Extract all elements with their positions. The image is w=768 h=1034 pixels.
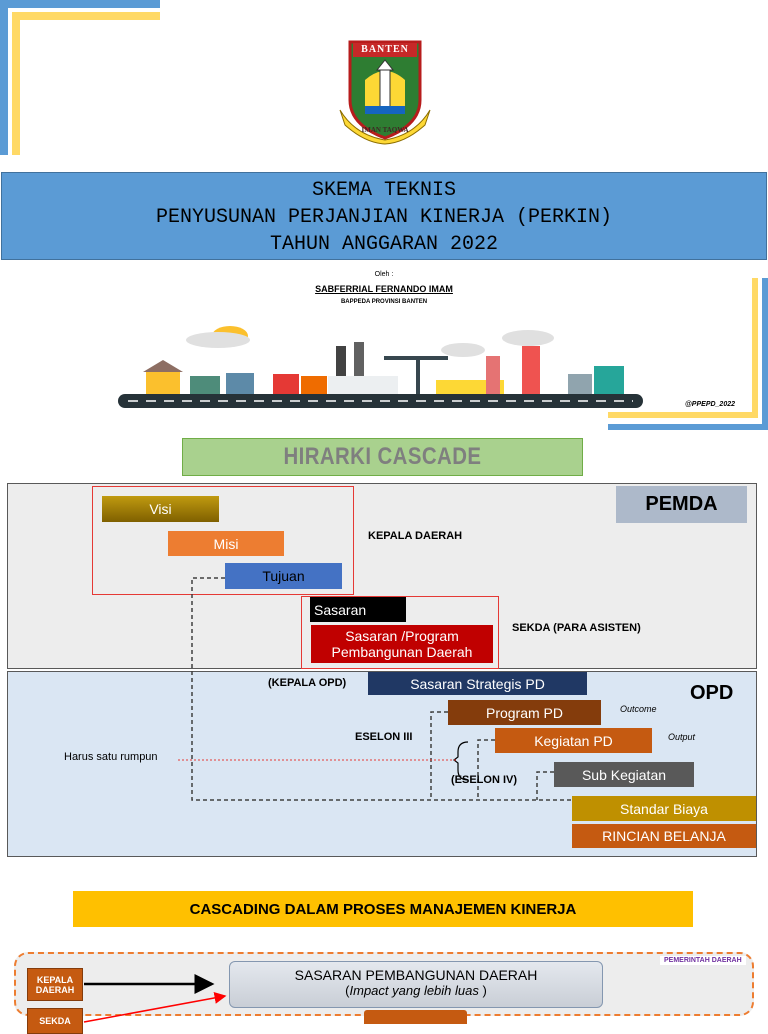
kepala-daerah-label: KEPALA DAERAH — [368, 530, 463, 542]
sub-kegiatan-box: Sub Kegiatan — [554, 762, 694, 787]
kepala-daerah-tag: KEPALA DAERAH — [27, 968, 83, 1001]
opd-label: OPD — [690, 682, 734, 704]
hirarki-heading-text: HIRARKI CASCADE — [283, 443, 482, 470]
sasaran-box: Sasaran — [310, 597, 406, 622]
author-institution: BAPPEDA PROVINSI BANTEN — [340, 299, 428, 305]
pemda-label: PEMDA — [616, 486, 747, 523]
eselon3-label: ESELON III — [355, 731, 413, 743]
sasaran-pembangunan-title: SASARAN PEMBANGUNAN DAERAH — [294, 967, 538, 983]
logo-top-text: BANTEN — [361, 44, 409, 55]
kegiatan-pd-box: Kegiatan PD — [495, 728, 652, 753]
visi-box: Visi — [102, 496, 219, 522]
banten-logo: BANTEN IMAN TAQWA — [335, 40, 435, 145]
sasaran-pembangunan-box: SASARAN PEMBANGUNAN DAERAH (Impact yang … — [229, 961, 603, 1008]
title-line-2: PENYUSUNAN PERJANJIAN KINERJA (PERKIN) — [155, 206, 613, 229]
title-banner: SKEMA TEKNIS PENYUSUNAN PERJANJIAN KINER… — [1, 172, 767, 260]
sekda-outline — [301, 596, 499, 669]
outcome-label: Outcome — [620, 704, 657, 714]
city-illustration — [118, 318, 643, 413]
title-line-1: SKEMA TEKNIS — [311, 179, 457, 202]
handle-label: @PPEPD_2022 — [684, 401, 736, 408]
tujuan-box: Tujuan — [225, 563, 342, 589]
output-label: Output — [668, 732, 696, 742]
sasaran-pembangunan-subtitle-text: Impact yang lebih luas — [349, 983, 479, 998]
misi-box: Misi — [168, 531, 284, 556]
cascading-heading: CASCADING DALAM PROSES MANAJEMEN KINERJA — [73, 891, 693, 927]
sasaran-strategis-box: Sasaran Strategis PD — [368, 672, 587, 695]
pemerintah-label: PEMERINTAH DAERAH — [660, 956, 746, 965]
program-pd-box: Program PD — [448, 700, 601, 725]
rumpun-label: Harus satu rumpun — [64, 751, 158, 763]
kepala-opd-label: (KEPALA OPD) — [268, 677, 347, 689]
standar-biaya-box: Standar Biaya — [572, 796, 756, 821]
sasaran-program-box: Sasaran /Program Pembangunan Daerah — [311, 625, 493, 663]
sekda-label: SEKDA (PARA ASISTEN) — [512, 622, 641, 634]
logo-bottom-text: IMAN TAQWA — [361, 126, 409, 134]
eselon4-label: (ESELON IV) — [451, 774, 518, 786]
corner-decoration-right — [608, 278, 768, 433]
author-name: SABFERRIAL FERNANDO IMAM — [315, 284, 453, 294]
title-line-3: TAHUN ANGGARAN 2022 — [269, 233, 499, 256]
corner-decoration-top-left — [0, 0, 160, 155]
sasaran-pembangunan-subtitle: (Impact yang lebih luas ) — [345, 983, 487, 998]
by-label: Oleh : — [374, 271, 394, 278]
hirarki-heading: HIRARKI CASCADE — [182, 438, 583, 476]
kepala-daerah-outline — [92, 486, 354, 595]
rincian-belanja-box: RINCIAN BELANJA — [572, 824, 756, 848]
bottom-connector-tab — [364, 1010, 467, 1024]
